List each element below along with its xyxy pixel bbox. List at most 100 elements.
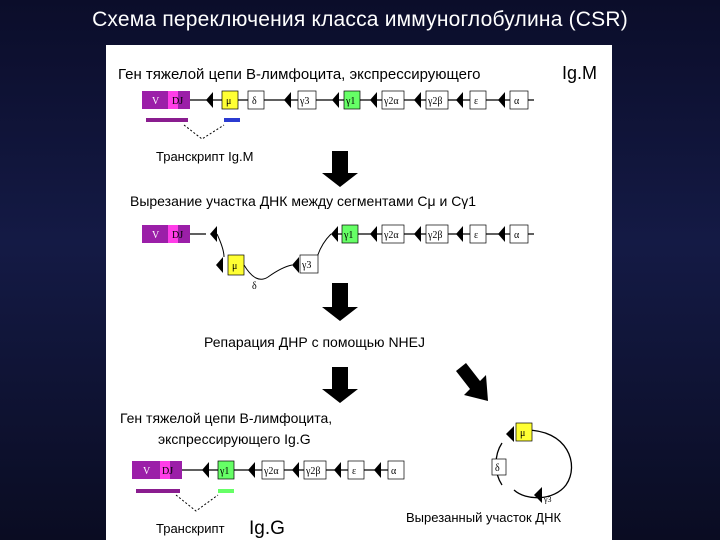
loop-strand	[216, 233, 225, 258]
switch-region-marker	[534, 487, 542, 503]
v-label: V	[143, 466, 151, 477]
v-label: V	[152, 96, 160, 107]
delta-label: δ	[252, 281, 257, 292]
d-region	[168, 91, 178, 109]
switch-region-marker	[216, 257, 223, 273]
down-arrow	[322, 367, 358, 403]
excised-dna-label: Вырезанный участок ДНК	[406, 510, 561, 525]
j-region	[178, 91, 190, 109]
g2a-label: γ2α	[263, 466, 279, 477]
g2b-segment	[425, 224, 449, 244]
igg-heading-line1: Ген тяжелой цепи В-лимфоцита,	[120, 410, 332, 426]
splice-line	[183, 124, 225, 140]
igm-label: Ig.M	[562, 63, 597, 83]
switch-region-marker	[498, 92, 505, 108]
locus-loop-out: V DJ γ1 γ2α γ2β ε α μ δ γ3	[142, 224, 534, 292]
g2b-segment	[425, 90, 449, 110]
alpha-segment	[509, 224, 529, 244]
transcript-vdj-bar	[136, 489, 180, 493]
alpha-segment	[509, 90, 529, 110]
mu-label: μ	[226, 96, 231, 107]
step-repair-label: Репарация ДНР с помощью NHEJ	[204, 334, 425, 350]
switch-region-marker	[284, 92, 291, 108]
loop-strand	[243, 264, 293, 280]
diagonal-arrow	[456, 363, 488, 401]
switch-region-marker	[370, 92, 377, 108]
igg-heading-line2: экспрессирующего Ig.G	[158, 431, 311, 447]
switch-region-marker	[206, 92, 213, 108]
g2b-segment	[303, 460, 327, 480]
g3-label: γ3	[543, 495, 552, 504]
slide-title: Схема переключения класса иммуноглобулин…	[92, 8, 628, 31]
switch-region-marker	[498, 226, 505, 242]
eps-label: ε	[474, 230, 478, 241]
dj-label: DJ	[172, 230, 183, 241]
dj-label: DJ	[162, 466, 173, 477]
alpha-label: α	[514, 230, 520, 241]
g3-segment	[297, 90, 317, 110]
g2a-segment	[381, 224, 405, 244]
g2b-label: γ2β	[305, 466, 321, 477]
splice-line	[175, 494, 219, 512]
eps-segment	[469, 224, 487, 244]
mu-label: μ	[232, 261, 237, 272]
g2a-segment	[261, 460, 285, 480]
gene-heading: Ген тяжелой цепи В-лимфоцита, экспрессир…	[118, 66, 481, 83]
circle-strand	[513, 429, 573, 499]
transcript-vdj-bar	[146, 118, 188, 122]
g2a-segment	[381, 90, 405, 110]
alpha-label: α	[391, 466, 397, 477]
j-region	[170, 461, 182, 479]
switch-region-marker	[414, 92, 421, 108]
g3-label: γ3	[301, 260, 311, 271]
delta-label: δ	[495, 463, 500, 474]
g1-segment	[341, 224, 359, 244]
transcript-mu-bar	[224, 118, 240, 122]
dj-label: DJ	[172, 96, 183, 107]
mu-segment	[221, 90, 239, 110]
g1-label: γ1	[343, 230, 353, 241]
diagram-panel: Ген тяжелой цепи В-лимфоцита, экспрессир…	[106, 45, 612, 540]
v-label: V	[152, 230, 160, 241]
eps-segment	[469, 90, 487, 110]
g1-label: γ1	[219, 466, 229, 477]
switch-region-marker	[456, 226, 463, 242]
switch-region-marker	[332, 92, 339, 108]
switch-region-marker	[292, 257, 299, 273]
g3-label: γ3	[299, 96, 309, 107]
down-arrow	[322, 283, 358, 321]
g2b-label: γ2β	[427, 96, 443, 107]
delta-label: δ	[252, 96, 257, 107]
d-region	[160, 461, 170, 479]
step-excision-label: Вырезание участка ДНК между сегментами С…	[130, 193, 476, 209]
g2a-label: γ2α	[383, 230, 399, 241]
delta-segment	[247, 90, 265, 110]
switch-region-marker	[506, 426, 514, 442]
switch-region-marker	[331, 226, 338, 242]
switch-region-marker	[248, 462, 255, 478]
g2a-label: γ2α	[383, 96, 399, 107]
g2b-label: γ2β	[427, 230, 443, 241]
csr-diagram: Ген тяжелой цепи В-лимфоцита, экспрессир…	[118, 63, 597, 539]
transcript-igm-label: Транскрипт Ig.M	[156, 149, 253, 164]
switch-region-marker	[374, 462, 381, 478]
locus-recombined: V DJ γ1 γ2α γ2β ε α	[132, 460, 405, 480]
g3-segment	[299, 254, 319, 274]
eps-label: ε	[352, 466, 356, 477]
switch-region-marker	[414, 226, 421, 242]
d-region	[168, 225, 178, 243]
locus-germline: V DJ μ δ γ3 γ1 γ2α γ2β ε α	[142, 90, 534, 110]
j-region	[178, 225, 190, 243]
switch-region-marker	[456, 92, 463, 108]
g1-segment	[217, 460, 235, 480]
switch-region-marker	[202, 462, 209, 478]
excised-dna-circle: μ δ γ3	[491, 422, 573, 504]
switch-region-marker	[292, 462, 299, 478]
alpha-segment	[387, 460, 405, 480]
eps-segment	[347, 460, 365, 480]
transcript-g1-bar	[218, 489, 234, 493]
switch-region-marker	[210, 226, 217, 242]
alpha-label: α	[514, 96, 520, 107]
transcript-igg-prefix: Транскрипт	[156, 521, 225, 536]
mu-segment	[515, 422, 533, 442]
